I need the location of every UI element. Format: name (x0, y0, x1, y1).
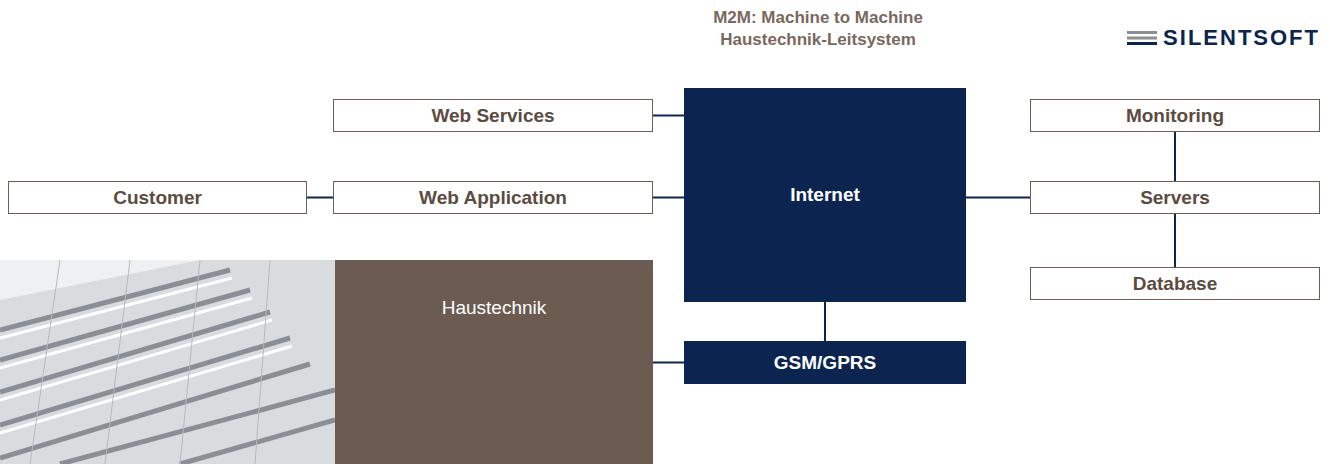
box-label: Haustechnik (442, 297, 547, 319)
internet-box: Internet (684, 88, 966, 302)
connector-line (307, 197, 333, 199)
connector-line (653, 362, 684, 364)
title-text: M2M: Machine to Machine Haustechnik-Leit… (713, 8, 923, 49)
database-box: Database (1030, 267, 1320, 300)
application-box: Web Application (333, 181, 653, 214)
customer-box: Customer (8, 181, 307, 214)
monitoring-box: Monitoring (1030, 99, 1320, 132)
connector-line (966, 197, 1030, 199)
box-label: Monitoring (1126, 105, 1224, 127)
box-label: Web Services (431, 105, 554, 127)
box-label: Servers (1140, 187, 1210, 209)
box-label: Database (1133, 273, 1218, 295)
connector-line (1174, 132, 1176, 181)
box-label: Customer (113, 187, 202, 209)
building-photo (0, 260, 335, 464)
network-box: GSM/GPRS (684, 341, 966, 384)
company-logo: SILENTSOFT (1127, 25, 1320, 51)
logo-mark (1127, 29, 1157, 47)
connector-line (653, 115, 684, 117)
logo-text: SILENTSOFT (1163, 25, 1320, 51)
box-label: Internet (790, 184, 860, 206)
service-box: Web Services (333, 99, 653, 132)
diagram-title: M2M: Machine to Machine Haustechnik-Leit… (690, 7, 946, 51)
connector-line (653, 197, 684, 199)
box-label: GSM/GPRS (774, 352, 876, 374)
server-box: Servers (1030, 181, 1320, 214)
box-label: Web Application (419, 187, 567, 209)
connector-line (1174, 214, 1176, 267)
connector-line (824, 302, 826, 341)
building-box: Haustechnik (335, 260, 653, 464)
